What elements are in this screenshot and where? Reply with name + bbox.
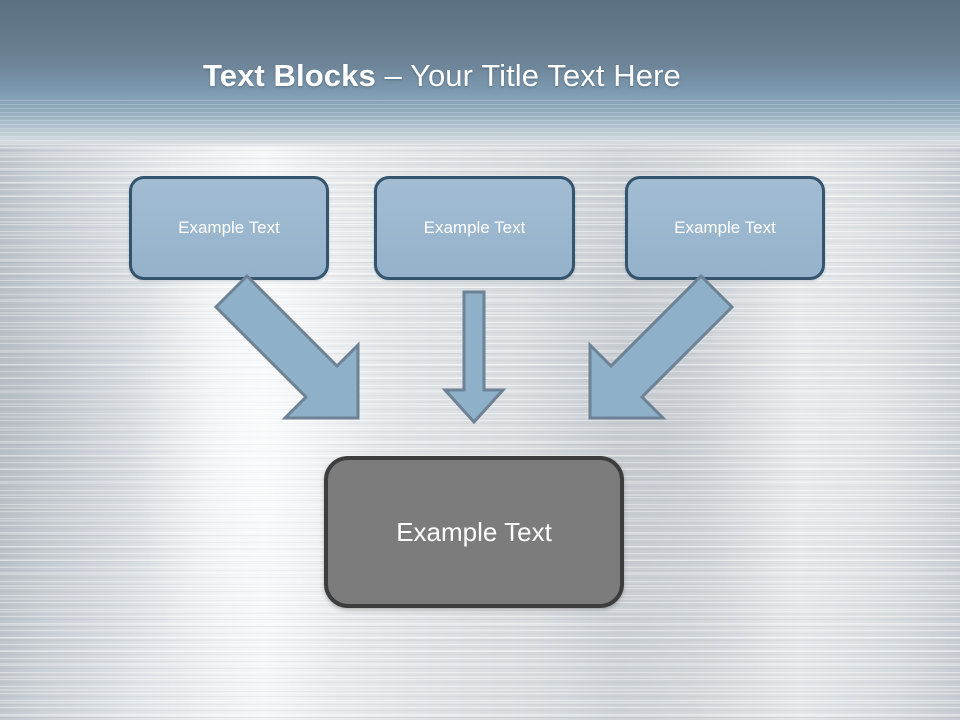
source-box-2[interactable]: Example Text: [374, 176, 575, 280]
source-box-3[interactable]: Example Text: [625, 176, 825, 280]
header-band-stripes: [0, 100, 960, 160]
slide-title-strong: Text Blocks: [203, 58, 385, 93]
source-box-1-label: Example Text: [178, 218, 280, 237]
result-box[interactable]: Example Text: [324, 456, 624, 608]
source-box-1[interactable]: Example Text: [129, 176, 329, 280]
result-box-label: Example Text: [396, 516, 552, 547]
slide-title: Text Blocks – Your Title Text Here: [203, 54, 681, 98]
source-box-2-label: Example Text: [423, 218, 526, 237]
slide-title-light: – Your Title Text Here: [384, 58, 681, 93]
header-band: [0, 0, 960, 148]
source-box-3-label: Example Text: [674, 218, 776, 237]
